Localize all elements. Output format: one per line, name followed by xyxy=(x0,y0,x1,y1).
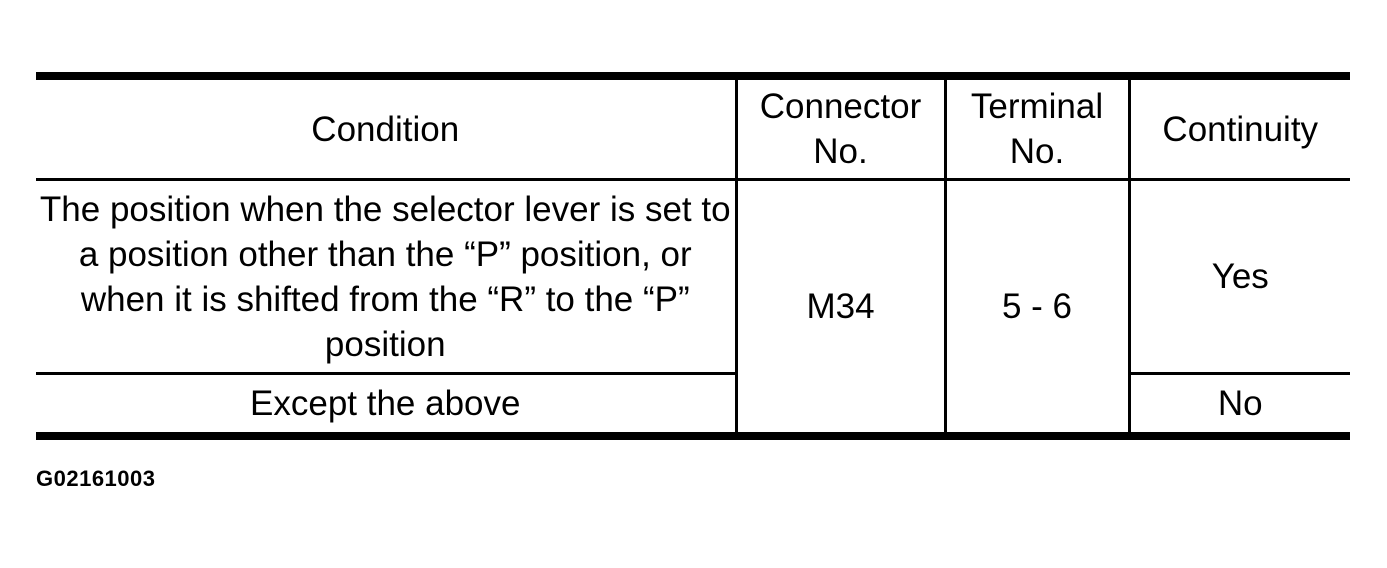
header-continuity: Continuity xyxy=(1127,76,1350,181)
table-row: The position when the selector lever is … xyxy=(36,179,1350,436)
terminal-no-cell: 5 - 6 xyxy=(943,179,1129,436)
header-condition: Condition xyxy=(36,76,736,181)
continuity-check-table: Condition Connector No. Terminal No. Con… xyxy=(36,72,1350,440)
table-row: Except the above No xyxy=(36,373,1350,436)
continuity-cell-no: No xyxy=(1127,373,1350,436)
condition-cell: The position when the selector lever is … xyxy=(36,179,736,375)
continuity-cell-yes: Yes xyxy=(1127,179,1350,375)
condition-cell-except: Except the above xyxy=(250,384,521,423)
connector-no-cell: M34 xyxy=(734,179,945,436)
figure-code-label: G02161003 xyxy=(36,466,156,491)
header-terminal-no: Terminal No. xyxy=(943,76,1129,181)
header-connector-no: Connector No. xyxy=(734,76,945,181)
header-row: Condition Connector No. Terminal No. Con… xyxy=(36,76,1350,181)
